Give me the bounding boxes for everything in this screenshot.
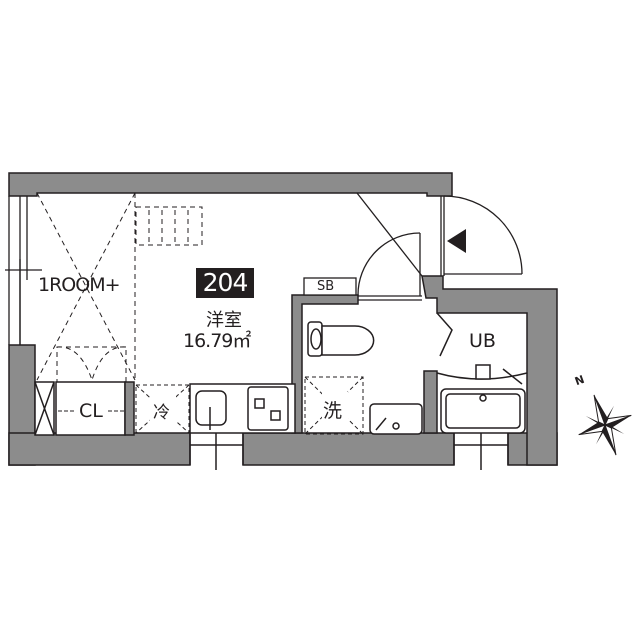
toilet-door	[303, 232, 422, 301]
closet	[34, 381, 135, 436]
unit-number-badge: 204	[196, 268, 254, 298]
kitchen-counter	[189, 383, 296, 470]
compass-icon	[578, 394, 632, 456]
wall-bottom-left	[8, 432, 191, 466]
room-name-label: 洋室	[206, 310, 242, 331]
closet-label: CL	[79, 400, 103, 422]
window-left	[5, 196, 42, 345]
wall-top	[8, 172, 453, 197]
unit-bath	[436, 312, 528, 470]
room-area-label: 16.79㎡	[183, 330, 251, 352]
stove	[247, 386, 289, 431]
wall-partition	[423, 370, 438, 434]
toilet	[307, 321, 375, 357]
sink	[195, 390, 227, 426]
entrance-door	[356, 192, 523, 277]
loft-ladder	[135, 206, 203, 246]
refrigerator-label: 冷	[153, 403, 170, 423]
wall-bath-top	[421, 275, 558, 466]
wash-basin	[369, 403, 423, 435]
layout-type-label: 1ROOM+	[38, 274, 121, 296]
shoe-box-label: SB	[317, 279, 335, 294]
shoe-box	[303, 277, 357, 296]
washer-label: 洗	[323, 400, 343, 422]
wall-bottom-mid	[242, 432, 455, 466]
washer-space	[304, 376, 364, 435]
entrance-arrow-icon	[447, 229, 466, 253]
unit-bath-label: UB	[469, 330, 496, 352]
